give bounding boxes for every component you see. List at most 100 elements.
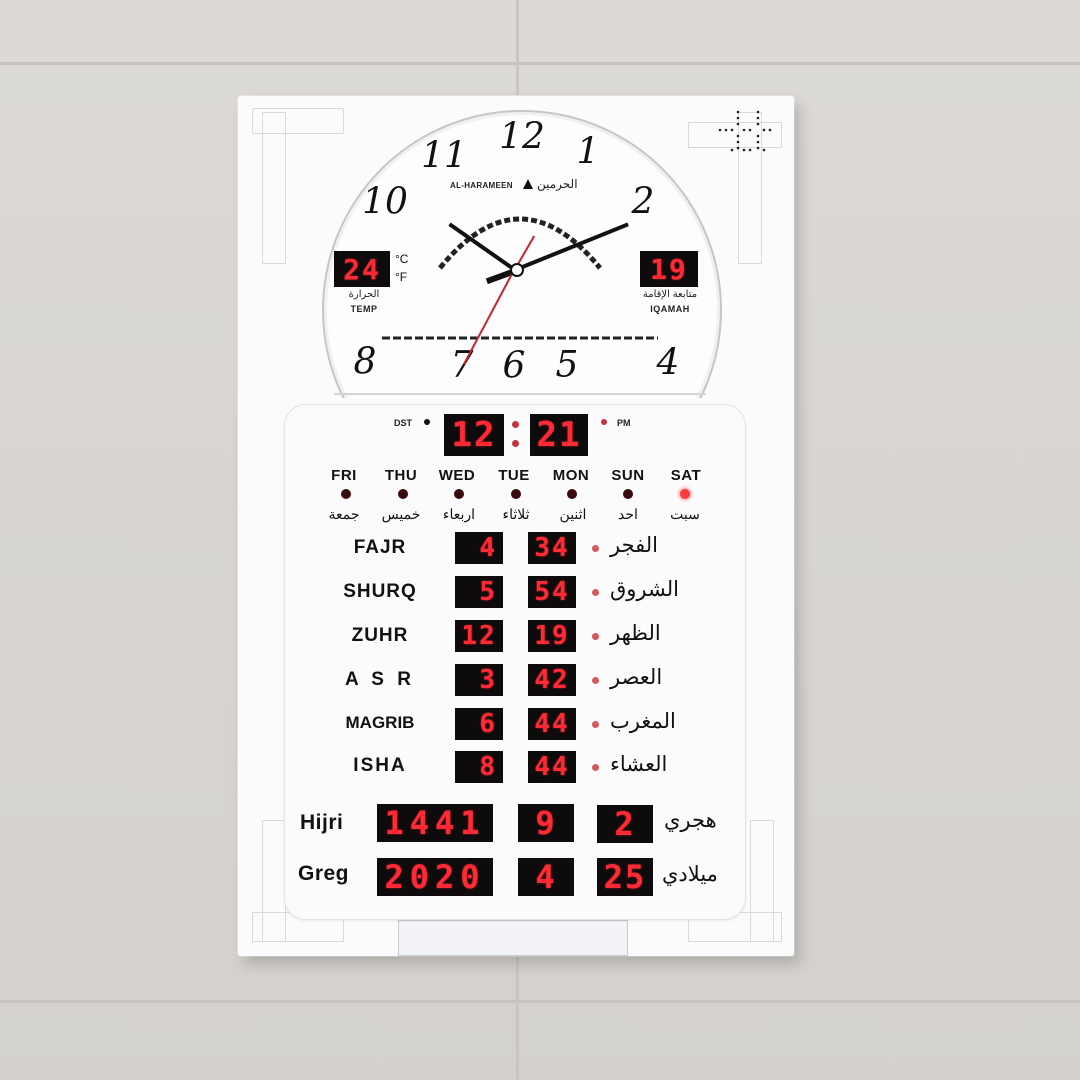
shurq-minute: 54 [528, 576, 576, 608]
prayer-magrib-label: MAGRIB [345, 713, 415, 732]
numeral-1: 1 [576, 131, 600, 173]
brand-logo-icon [523, 179, 533, 189]
day-wed-arabic: اربعاء [442, 506, 476, 522]
prayer-fajr-arabic: الفجر [610, 534, 658, 557]
prayer-isha-arabic: العشاء [610, 753, 668, 776]
day-indicator [398, 489, 408, 499]
dst-indicator [424, 419, 430, 425]
brand-name: AL-HARAMEEN [450, 181, 513, 190]
prayer-magrib-arabic: المغرب [610, 710, 676, 733]
prayer-dot [592, 677, 599, 684]
brand-name-arabic: الحرمين [537, 177, 578, 191]
hijri-day: 2 [597, 805, 653, 843]
greg-label-arabic: ميلادي [662, 863, 718, 886]
numeral-10: 10 [362, 181, 408, 223]
prayer-zuhr-arabic: الظهر [610, 622, 661, 645]
pm-label: PM [617, 418, 631, 428]
corner-decoration [688, 122, 782, 148]
corner-decoration [750, 820, 774, 942]
time-colon-dot [512, 440, 519, 447]
greg-day: 25 [597, 858, 653, 896]
day-indicator [567, 489, 577, 499]
prayer-zuhr-label: ZUHR [351, 625, 409, 646]
day-indicator [454, 489, 464, 499]
day-indicator-active [680, 489, 690, 499]
isha-minute: 44 [528, 751, 576, 783]
hands-pivot [510, 263, 524, 277]
hijri-year: 1441 [377, 804, 493, 842]
day-mon: MON [552, 467, 590, 484]
prayer-asr-arabic: العصر [610, 666, 663, 689]
asr-hour: 3 [455, 664, 503, 696]
day-indicator [511, 489, 521, 499]
zuhr-minute: 19 [528, 620, 576, 652]
numeral-12: 12 [499, 116, 545, 158]
corner-decoration [262, 820, 286, 942]
numeral-2: 2 [631, 181, 655, 223]
dial-divider [334, 393, 706, 395]
tile-grout [0, 1000, 1080, 1003]
day-sun: SUN [611, 467, 645, 484]
day-wed: WED [438, 467, 476, 484]
day-sun-arabic: احد [618, 506, 638, 522]
prayer-asr-label: A S R [345, 669, 415, 690]
tile-grout [0, 62, 1080, 65]
zuhr-hour: 12 [455, 620, 503, 652]
iqamah-label: IQAMAH [650, 304, 690, 314]
time-colon-dot [512, 421, 519, 428]
bottom-panel-cover [398, 920, 628, 956]
day-sat: SAT [670, 467, 702, 484]
dst-label: DST [394, 418, 412, 428]
prayer-dot [592, 764, 599, 771]
prayer-dot [592, 545, 599, 552]
numeral-5: 5 [555, 344, 579, 386]
numeral-4: 4 [656, 342, 680, 384]
day-thu-arabic: خميس [381, 506, 421, 522]
iqamah-label-arabic: متابعة الإقامة [642, 289, 698, 300]
corner-decoration [252, 108, 344, 134]
day-fri-arabic: جمعة [328, 506, 360, 522]
day-tue: TUE [498, 467, 530, 484]
numeral-6: 6 [502, 345, 526, 387]
hijri-label: Hijri [300, 811, 344, 834]
temp-label: TEMP [350, 304, 378, 314]
prayer-shurq-arabic: الشروق [610, 578, 679, 601]
numeral-11: 11 [421, 135, 467, 177]
temperature-display: 24 [334, 251, 390, 287]
day-tue-arabic: ثلاثاء [502, 506, 530, 522]
prayer-shurq-label: SHURQ [343, 581, 417, 602]
prayer-dot [592, 633, 599, 640]
day-indicator [623, 489, 633, 499]
digital-hours: 12 [444, 414, 504, 456]
pm-indicator [601, 419, 607, 425]
isha-hour: 8 [455, 751, 503, 783]
day-fri: FRI [331, 467, 357, 484]
greg-month: 4 [518, 858, 574, 896]
prayer-fajr-label: FAJR [353, 537, 407, 558]
hijri-month: 9 [518, 804, 574, 842]
shurq-hour: 5 [455, 576, 503, 608]
magrib-hour: 6 [455, 708, 503, 740]
temp-label-arabic: الحرارة [348, 289, 380, 300]
corner-decoration [262, 112, 286, 264]
fajr-hour: 4 [455, 532, 503, 564]
dotted-cross-icon [718, 110, 772, 152]
prayer-dot [592, 589, 599, 596]
day-indicator [341, 489, 351, 499]
day-mon-arabic: اثنين [559, 506, 587, 522]
digital-minutes: 21 [530, 414, 588, 456]
prayer-isha-label: ISHA [353, 755, 407, 776]
corner-decoration [738, 112, 762, 264]
minute-track [382, 216, 658, 340]
fahrenheit-unit: °F [395, 270, 408, 284]
greg-year: 2020 [377, 858, 493, 896]
iqamah-display: 19 [640, 251, 698, 287]
day-sat-arabic: سبت [670, 506, 700, 522]
fajr-minute: 34 [528, 532, 576, 564]
asr-minute: 42 [528, 664, 576, 696]
greg-label: Greg [298, 862, 350, 885]
numeral-8: 8 [353, 341, 377, 383]
prayer-dot [592, 721, 599, 728]
celsius-unit: °C [395, 252, 409, 266]
hijri-label-arabic: هجري [664, 809, 717, 832]
